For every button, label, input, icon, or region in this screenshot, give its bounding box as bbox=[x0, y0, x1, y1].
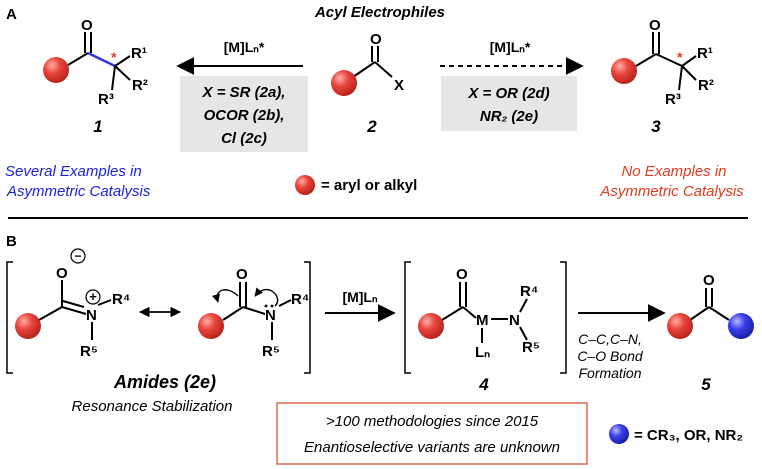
aryl-alkyl-sphere bbox=[43, 57, 69, 83]
substituent-legend-sphere bbox=[609, 424, 629, 444]
compound-3-oxygen: O bbox=[649, 17, 661, 34]
negative-charge-ring bbox=[70, 248, 86, 264]
compound-3-structure bbox=[611, 32, 697, 91]
resonance-2-oxygen: O bbox=[236, 266, 248, 283]
left-condition-line-1: X = SR (2a), bbox=[202, 84, 286, 101]
compound-1-number: 1 bbox=[93, 117, 102, 136]
aryl-alkyl-sphere bbox=[611, 58, 637, 84]
legend-aryl-alkyl: = aryl or alkyl bbox=[321, 177, 417, 194]
left-condition-line-3: Cl (2c) bbox=[221, 130, 267, 147]
bond-formation-line-2: C–O Bond bbox=[577, 348, 644, 364]
aryl-alkyl-sphere bbox=[418, 313, 444, 339]
compound-4-structure bbox=[418, 282, 528, 343]
right-condition-line-2: NR₂ (2e) bbox=[480, 108, 538, 125]
panel-a-title: Acyl Electrophiles bbox=[314, 4, 445, 21]
compound-4-number: 4 bbox=[478, 375, 489, 394]
compound-4-r5: R⁵ bbox=[522, 339, 540, 356]
resonance-2-nitrogen: N bbox=[265, 307, 276, 324]
compound-2-number: 2 bbox=[366, 117, 377, 136]
aryl-alkyl-sphere bbox=[198, 313, 224, 339]
left-reagent: [M]Lₙ* bbox=[224, 39, 265, 55]
compound-5-number: 5 bbox=[701, 375, 711, 394]
left-conditions-box bbox=[180, 76, 308, 152]
aryl-alkyl-legend-sphere bbox=[295, 175, 315, 195]
methodology-note-box bbox=[276, 402, 588, 465]
compound-5-oxygen: O bbox=[703, 272, 715, 289]
right-conditions-box bbox=[441, 76, 577, 131]
intermediate-bracket-right bbox=[560, 261, 567, 374]
bond-formation-line-1: C–C,C–N, bbox=[578, 331, 642, 347]
resonance-1-oxygen: O bbox=[56, 265, 68, 282]
electron-push-arrow-2 bbox=[254, 287, 279, 307]
compound-1-r2: R² bbox=[132, 77, 148, 94]
compound-1-stereo-mark: * bbox=[111, 49, 117, 65]
compound-1-r3: R³ bbox=[98, 91, 114, 108]
resonance-2-r5: R⁵ bbox=[262, 343, 280, 360]
compound-2-oxygen: O bbox=[370, 31, 382, 48]
compound-3-r1: R¹ bbox=[697, 45, 713, 62]
note-right-line-2: Asymmetric Catalysis bbox=[599, 183, 744, 200]
compound-4-r4: R⁴ bbox=[520, 283, 538, 300]
note-right-line-1: No Examples in bbox=[621, 163, 726, 180]
positive-charge-ring bbox=[85, 289, 101, 305]
resonance-1-nitrogen: N bbox=[86, 307, 97, 324]
compound-3-r2: R² bbox=[698, 77, 714, 94]
resonance-1-r5: R⁵ bbox=[80, 343, 98, 360]
compound-5-structure bbox=[667, 288, 754, 339]
compound-4-nitrogen: N bbox=[509, 312, 520, 329]
panel-a-label: A bbox=[6, 6, 17, 23]
amide-resonance-form-1 bbox=[15, 280, 112, 340]
right-reagent: [M]Lₙ* bbox=[490, 39, 531, 55]
intermediate-bracket-left bbox=[404, 261, 411, 374]
left-condition-line-2: OCOR (2b), bbox=[204, 107, 285, 124]
oxidative-addition-reagent: [M]Lₙ bbox=[342, 289, 378, 305]
electron-push-arrow-1 bbox=[211, 289, 239, 303]
amide-resonance-form-2 bbox=[198, 282, 292, 340]
aryl-alkyl-sphere bbox=[15, 313, 41, 339]
note-left-line-1: Several Examples in bbox=[5, 163, 142, 180]
compound-4-oxygen: O bbox=[456, 266, 468, 283]
right-condition-line-1: X = OR (2d) bbox=[467, 85, 549, 102]
negative-charge: − bbox=[74, 249, 81, 263]
compound-2-structure bbox=[331, 46, 393, 96]
resonance-caption: Resonance Stabilization bbox=[72, 398, 233, 415]
methodology-note-line-1: >100 methodologies since 2015 bbox=[326, 413, 539, 430]
panel-b-label: B bbox=[6, 233, 17, 250]
compound-1-structure bbox=[43, 32, 131, 91]
resonance-bracket-left bbox=[6, 261, 13, 374]
compound-1-r1: R¹ bbox=[131, 45, 147, 62]
compound-3-number: 3 bbox=[651, 117, 661, 136]
compound-1-oxygen: O bbox=[81, 17, 93, 34]
resonance-bracket-right bbox=[304, 261, 311, 374]
aryl-alkyl-sphere bbox=[667, 313, 693, 339]
compound-3-r3: R³ bbox=[665, 91, 681, 108]
compound-4-metal: M bbox=[476, 312, 489, 329]
compound-3-stereo-mark: * bbox=[677, 49, 683, 65]
positive-charge: + bbox=[89, 289, 97, 304]
note-left-line-2: Asymmetric Catalysis bbox=[6, 183, 151, 200]
compound-2-leaving-group: X bbox=[394, 77, 404, 94]
resonance-1-r4: R⁴ bbox=[112, 291, 130, 308]
amides-label: Amides (2e) bbox=[113, 372, 216, 392]
substituent-sphere bbox=[728, 313, 754, 339]
compound-4-ligands: Lₙ bbox=[475, 344, 490, 361]
legend-substituent: = CR₃, OR, NR₂ bbox=[634, 427, 743, 444]
resonance-2-r4: R⁴ bbox=[291, 291, 309, 308]
aryl-alkyl-sphere bbox=[331, 70, 357, 96]
bond-formation-line-3: Formation bbox=[578, 365, 641, 381]
methodology-note-line-2: Enantioselective variants are unknown bbox=[304, 439, 560, 456]
